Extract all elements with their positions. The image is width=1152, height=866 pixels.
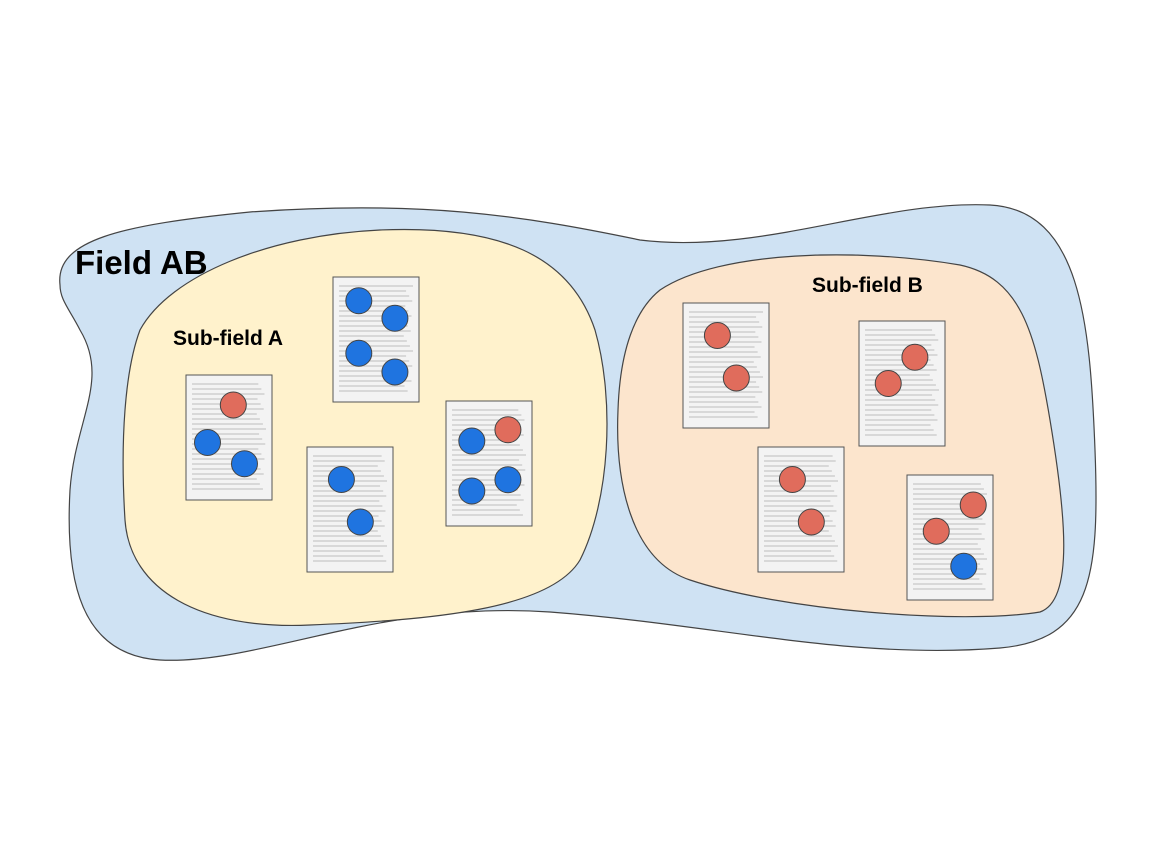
blue-dot bbox=[494, 466, 522, 494]
blue-dot bbox=[345, 287, 373, 315]
blue-dot bbox=[458, 477, 486, 505]
document bbox=[306, 446, 394, 573]
blue-dot bbox=[381, 358, 409, 386]
sub-field-a-label: Sub-field A bbox=[173, 327, 283, 350]
field-ab-label: Field AB bbox=[75, 244, 208, 281]
blue-dot bbox=[345, 339, 373, 367]
red-dot bbox=[959, 491, 987, 519]
red-dot bbox=[219, 391, 247, 419]
red-dot bbox=[922, 517, 950, 545]
document bbox=[445, 400, 533, 527]
document bbox=[858, 320, 946, 447]
red-dot bbox=[494, 416, 522, 444]
document bbox=[332, 276, 420, 403]
blue-dot bbox=[346, 508, 374, 536]
red-dot bbox=[703, 322, 731, 349]
blue-dot bbox=[230, 450, 258, 478]
red-dot bbox=[901, 343, 929, 371]
red-dot bbox=[722, 364, 750, 392]
red-dot bbox=[874, 370, 902, 397]
blue-dot bbox=[381, 304, 409, 332]
sub-field-b-label: Sub-field B bbox=[812, 274, 923, 297]
document bbox=[757, 446, 845, 573]
blue-dot bbox=[458, 427, 486, 455]
red-dot bbox=[797, 508, 825, 536]
blue-dot bbox=[194, 429, 221, 456]
red-dot bbox=[778, 466, 806, 493]
blue-dot bbox=[950, 552, 978, 580]
document bbox=[185, 374, 273, 501]
document bbox=[682, 302, 770, 429]
document bbox=[906, 474, 994, 601]
blue-dot bbox=[327, 466, 355, 493]
